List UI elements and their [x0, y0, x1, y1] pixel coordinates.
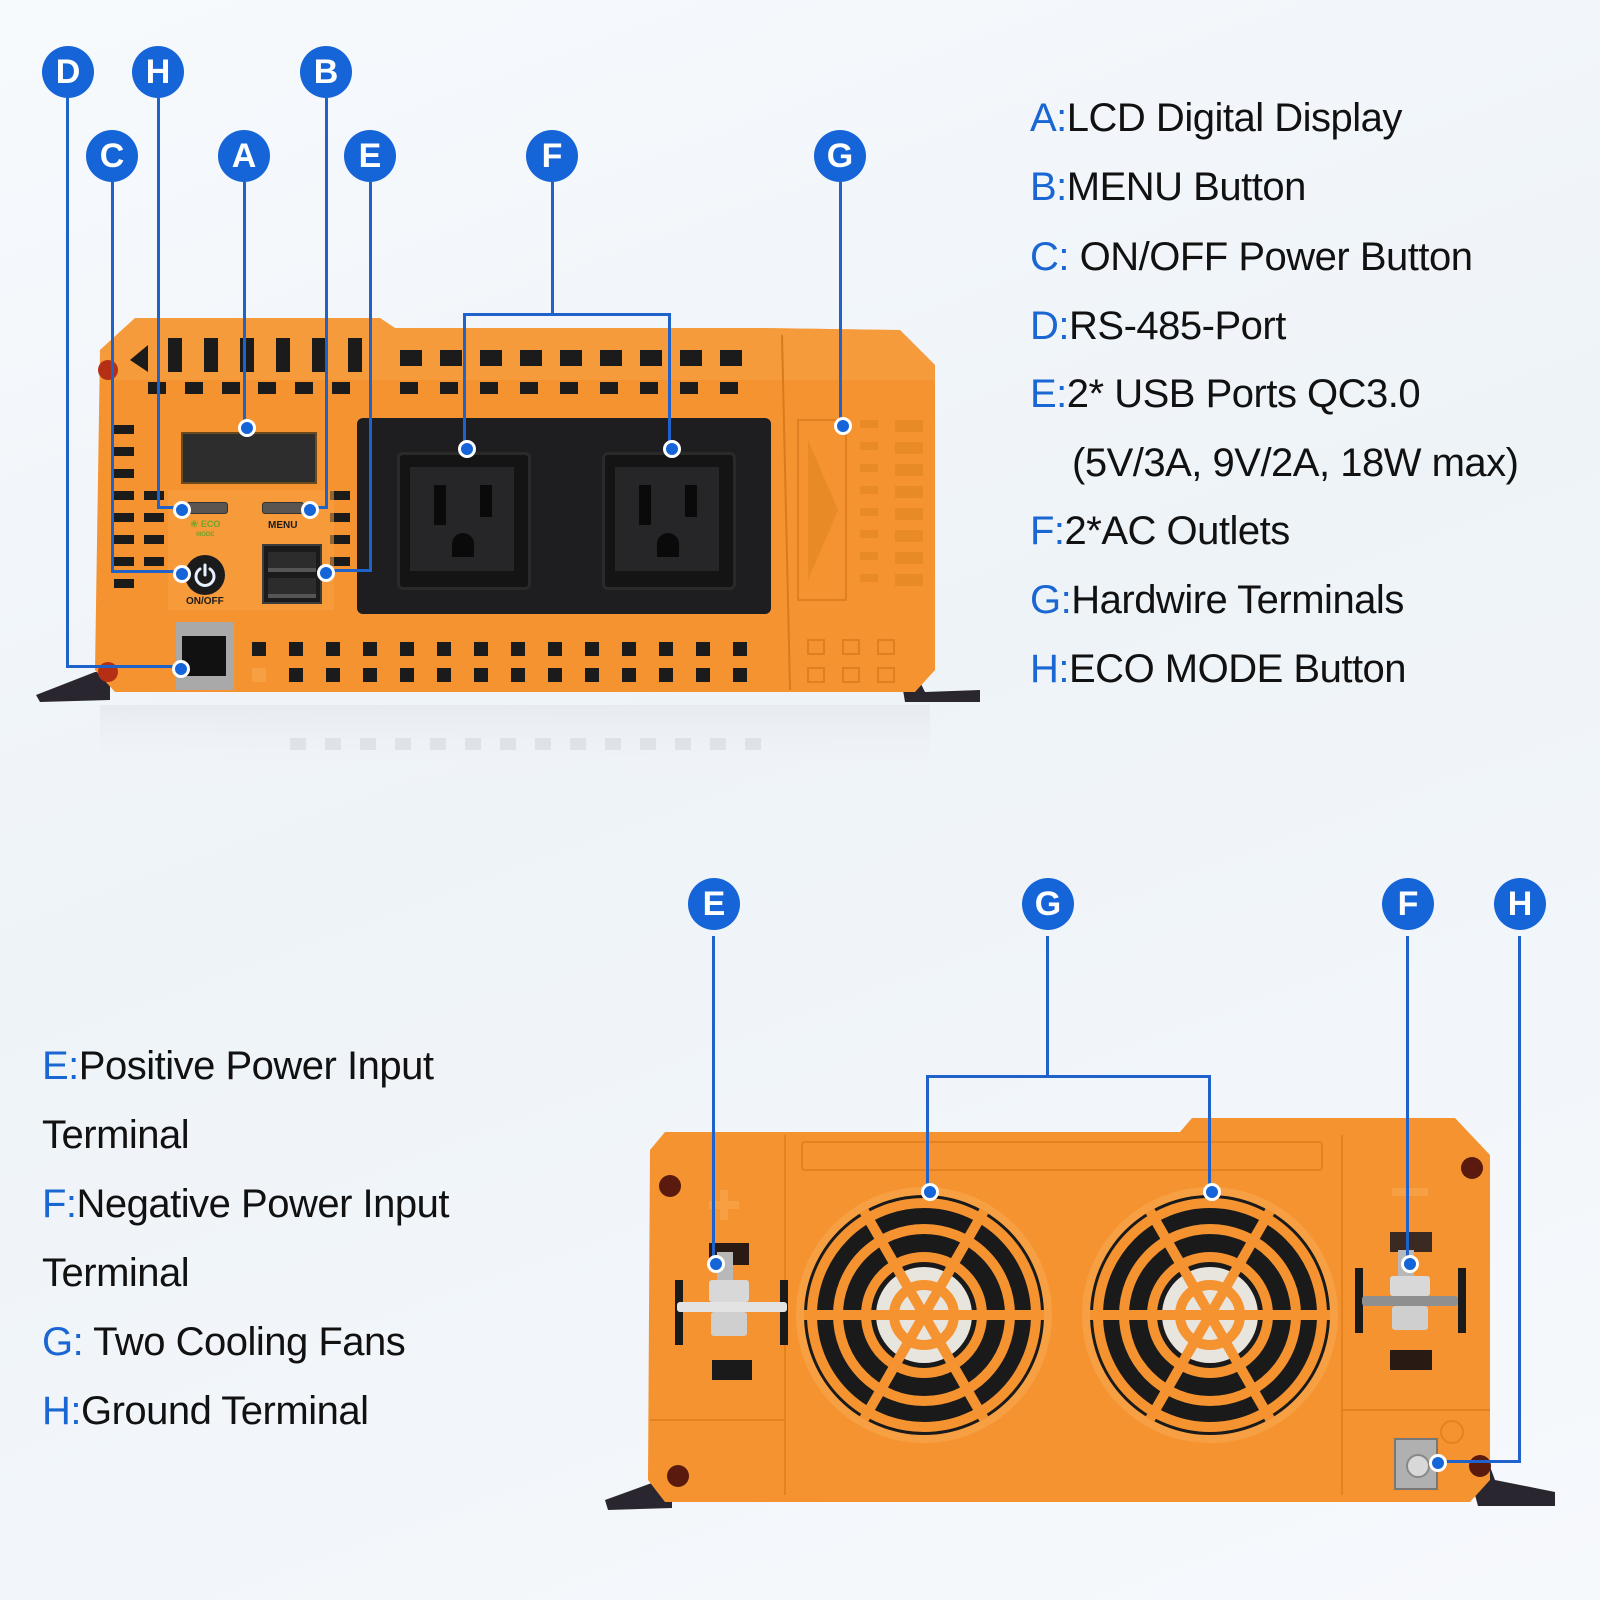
eco-mode-label: ❀ ECO MODE	[190, 519, 221, 539]
badge-d: D	[42, 46, 94, 98]
legend-a: A:LCD Digital Display	[1030, 96, 1402, 140]
legend-d: D:RS-485-Port	[1030, 304, 1286, 348]
legend-b: B:MENU Button	[1030, 165, 1306, 209]
legend-g: G:Hardwire Terminals	[1030, 578, 1404, 622]
power-icon	[194, 563, 216, 587]
legend-c: C: ON/OFF Power Button	[1030, 235, 1473, 279]
onoff-label: ON/OFF	[186, 596, 224, 607]
badge-f: F	[526, 130, 578, 182]
power-button[interactable]	[185, 555, 225, 595]
usb-port-1[interactable]	[268, 552, 316, 572]
legend-rear-f: F:Negative Power Input	[42, 1182, 450, 1226]
legend-rear-e-cont: Terminal	[42, 1113, 190, 1157]
leaf-icon: ❀	[190, 519, 199, 530]
badge-rear-h: H	[1494, 878, 1546, 930]
legend-e-detail: (5V/3A, 9V/2A, 18W max)	[1072, 441, 1519, 485]
badge-h: H	[132, 46, 184, 98]
usb-ports[interactable]	[262, 544, 322, 604]
ac-outlet-1[interactable]	[397, 452, 531, 590]
legend-rear-e: E:Positive Power Input	[42, 1044, 434, 1088]
legend-h: H:ECO MODE Button	[1030, 647, 1407, 691]
menu-label: MENU	[268, 520, 298, 531]
usb-port-2[interactable]	[268, 578, 316, 598]
ac-outlet-2[interactable]	[602, 452, 736, 590]
positive-terminal[interactable]	[677, 1252, 787, 1342]
badge-rear-g: G	[1022, 878, 1074, 930]
badge-rear-e: E	[688, 878, 740, 930]
legend-f: F:2*AC Outlets	[1030, 509, 1290, 553]
legend-rear-f-cont: Terminal	[42, 1251, 190, 1295]
badge-b: B	[300, 46, 352, 98]
legend-rear-g: G: Two Cooling Fans	[42, 1320, 406, 1364]
legend-rear-h: H:Ground Terminal	[42, 1389, 369, 1433]
lcd-display	[181, 432, 317, 484]
badge-g: G	[814, 130, 866, 182]
badge-rear-f: F	[1382, 878, 1434, 930]
badge-c: C	[86, 130, 138, 182]
badge-e: E	[344, 130, 396, 182]
cooling-fan-1	[796, 1187, 1052, 1443]
badge-a: A	[218, 130, 270, 182]
cooling-fan-2	[1082, 1187, 1338, 1443]
legend-e: E:2* USB Ports QC3.0	[1030, 372, 1421, 416]
